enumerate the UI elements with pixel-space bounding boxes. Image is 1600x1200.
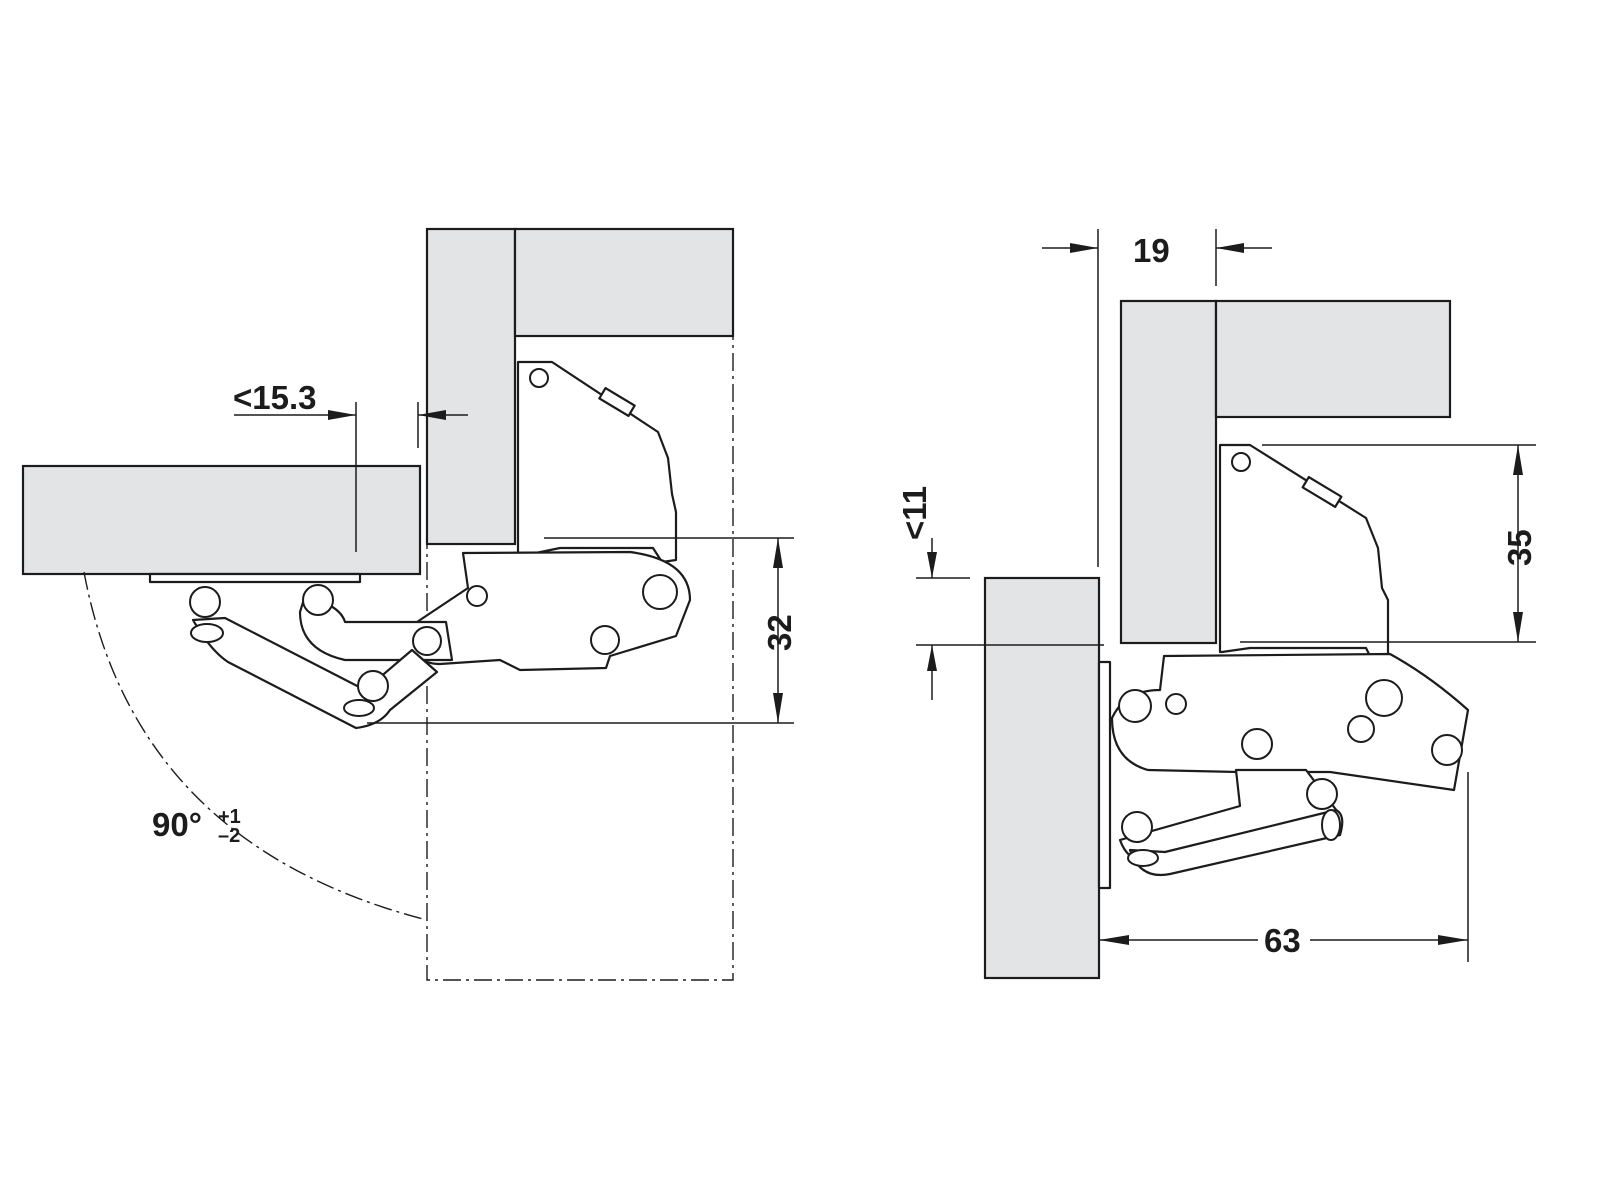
right-door — [983, 576, 1101, 980]
right-view-hinge-closed: 19 <11 35 63 — [896, 229, 1538, 980]
right-pin-g — [1306, 778, 1338, 810]
overlay-dimension: <15.3 — [233, 379, 468, 552]
left-pin-c — [466, 585, 488, 607]
left-pin-f — [590, 625, 620, 655]
right-top-panel — [1214, 299, 1452, 419]
left-side-panel — [425, 227, 517, 546]
height-dimension: 35 — [1240, 444, 1538, 643]
right-pin-c — [1365, 679, 1403, 717]
left-pin-a — [189, 586, 221, 618]
left-hinge-cup — [148, 572, 362, 584]
projection-label: 63 — [1264, 922, 1301, 959]
left-pin-b — [302, 584, 334, 616]
angle-tol-minus: –2 — [218, 825, 240, 847]
left-view-hinge-open: <15.3 32 90° +1 –2 — [21, 227, 798, 981]
right-clip-tab — [1301, 475, 1343, 509]
left-pin-h — [190, 623, 224, 643]
right-pin-h — [1121, 811, 1153, 843]
left-closed-door-outline — [426, 229, 734, 981]
gap-label: <11 — [896, 486, 933, 540]
projection-dimension: 63 — [1099, 772, 1469, 962]
right-pin-e — [1347, 715, 1375, 743]
right-plate-screw — [1231, 452, 1251, 472]
left-top-panel — [513, 227, 735, 338]
right-pin-d — [1241, 728, 1273, 760]
thickness-dimension: 19 — [1042, 229, 1272, 567]
left-pin-d — [642, 574, 678, 610]
right-cup-plate — [1097, 660, 1112, 890]
right-pin-f — [1431, 734, 1463, 766]
right-side-panel — [1119, 299, 1218, 645]
left-clip-tab — [598, 387, 636, 417]
left-mounting-plate — [516, 360, 678, 564]
angle-tol-plus: +1 — [218, 806, 241, 828]
right-pin-b — [1165, 693, 1187, 715]
left-open-door — [21, 464, 422, 576]
left-pin-e — [412, 626, 442, 656]
right-pin-i — [1321, 809, 1341, 841]
drill-depth-label: 32 — [761, 614, 798, 651]
opening-angle-annotation: 90° +1 –2 — [152, 806, 241, 847]
opening-angle-arc — [83, 571, 428, 921]
right-pin-j — [1127, 849, 1159, 867]
height-label: 35 — [1501, 529, 1538, 566]
angle-value: 90° — [152, 806, 202, 843]
gap-dimension: <11 — [896, 486, 1104, 700]
thickness-label: 19 — [1133, 232, 1170, 269]
overlay-dim-label: <15.3 — [233, 379, 317, 416]
projection-label-bg — [1258, 918, 1310, 960]
right-mounting-plate — [1218, 443, 1390, 662]
left-pin-i — [343, 699, 375, 717]
drill-depth-dimension: 32 — [367, 537, 798, 724]
left-plate-screw — [529, 368, 549, 388]
left-pin-g — [357, 670, 389, 702]
right-pin-a — [1118, 689, 1152, 723]
